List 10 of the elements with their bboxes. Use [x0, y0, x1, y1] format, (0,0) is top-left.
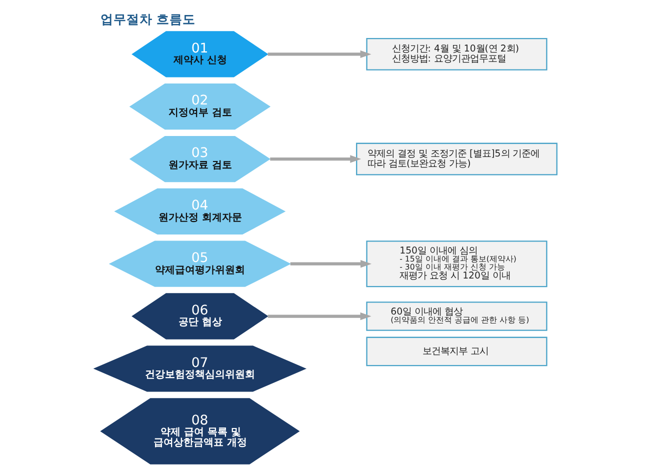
- node-box: 150일 이내에 심의 - 15일 이내에 결과 통보(제약사) - 30일 이내 재평가 신청 가능 재평가 요청 시 120일 이내: [366, 240, 547, 288]
- diagram-title: 업무절차 흐름도: [100, 12, 196, 27]
- arrow: [270, 155, 361, 163]
- arrow: [267, 312, 371, 320]
- arrow: [267, 50, 371, 58]
- arrow: [290, 260, 371, 268]
- node-box: 60일 이내에 협상 (의약품의 안전적 공급에 관한 사항 등): [366, 302, 547, 331]
- node-box: 보건복지부 고시: [366, 336, 547, 366]
- node-box: 신청기간: 4월 및 10월(연 2회) 신청방법: 요양기관업무포털: [366, 38, 547, 70]
- node-box: 약제의 결정 및 조정기준 [별표]5의 기준에 따라 검토(보완요청 가능): [356, 142, 557, 176]
